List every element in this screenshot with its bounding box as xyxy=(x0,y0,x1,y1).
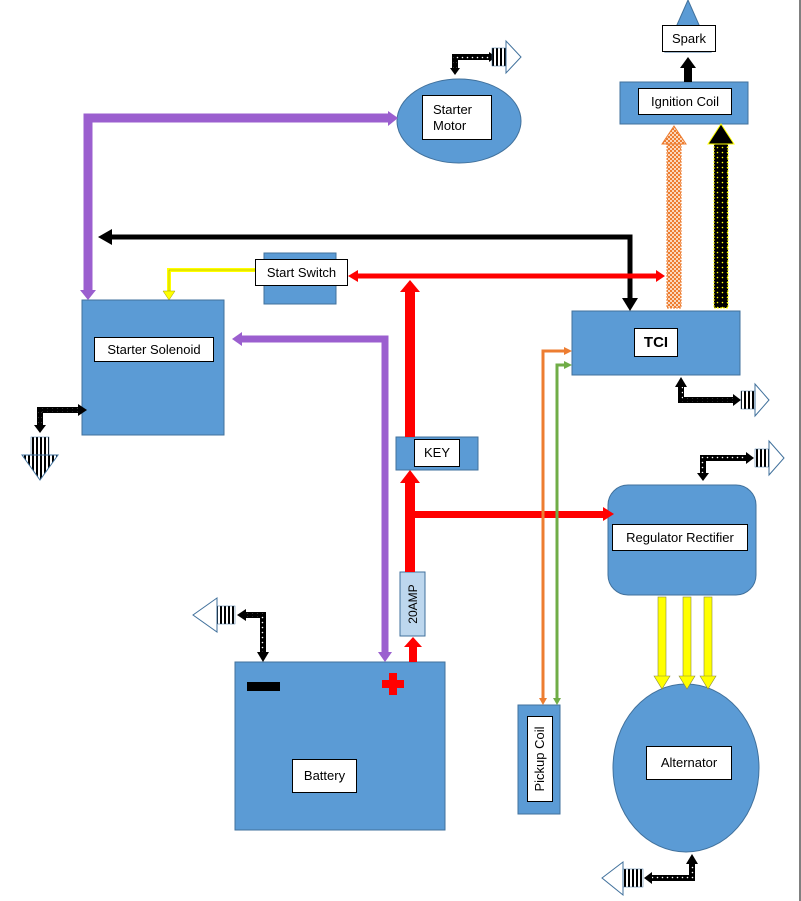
starter-solenoid-box xyxy=(81,299,225,436)
ground-symbol-tci xyxy=(675,377,770,418)
purple-wire-battery-to-solenoid xyxy=(240,335,389,654)
tci-label: TCI xyxy=(634,328,678,357)
start-switch-label: Start Switch xyxy=(255,259,348,286)
purple-arrowhead-motor xyxy=(388,111,398,126)
yellow-wires-regulator-to-alternator xyxy=(653,596,717,690)
ground-symbol-starter-solenoid xyxy=(21,404,87,481)
orange-wire-tci-to-coil xyxy=(666,141,682,309)
key-label: KEY xyxy=(414,439,460,467)
battery-positive-terminal xyxy=(382,673,404,695)
orange-wire-pickup-to-tci xyxy=(541,349,566,700)
ground-symbol-starter-motor xyxy=(450,39,522,75)
battery-negative-terminal xyxy=(247,682,280,691)
red-wire-to-regulator xyxy=(415,511,605,518)
black-arrowhead-left xyxy=(98,229,112,245)
red-wire-fuse-to-key xyxy=(405,482,415,572)
battery-box xyxy=(234,661,446,831)
starter-solenoid-label: Starter Solenoid xyxy=(94,337,214,362)
purple-wire-solenoid-to-motor xyxy=(83,113,390,292)
page-edge xyxy=(799,0,801,901)
regulator-rectifier-label: Regulator Rectifier xyxy=(612,524,748,551)
red-arrowhead-switch xyxy=(348,270,358,282)
ground-symbol-regulator-rectifier xyxy=(697,439,785,481)
ground-symbol-alternator xyxy=(601,854,698,897)
red-wire-battery-to-fuse xyxy=(409,646,417,662)
alternator-label: Alternator xyxy=(646,746,732,780)
green-wire-pickup-to-tci xyxy=(555,363,566,700)
purple-arrowhead-battery xyxy=(378,652,392,662)
red-arrowhead-tci xyxy=(656,270,665,282)
red-arrowhead-key xyxy=(400,470,420,483)
black-arrowhead-tci xyxy=(622,298,638,311)
red-arrowhead-fuse xyxy=(404,637,422,647)
battery-label: Battery xyxy=(292,759,357,793)
red-wire-key-up xyxy=(405,290,415,437)
yellow-wire-switch-to-solenoid xyxy=(167,268,256,292)
purple-arrowhead-solenoid xyxy=(232,332,242,346)
starter-motor-label: Starter Motor xyxy=(422,95,492,140)
ignition-coil-label: Ignition Coil xyxy=(638,88,732,115)
ground-symbol-battery-negative xyxy=(192,597,269,662)
red-arrowhead-up-switch xyxy=(400,280,420,292)
fuse-label: 20AMP xyxy=(405,584,420,624)
pickup-coil-label: Pickup Coil xyxy=(527,716,553,802)
yellow-arrowhead-solenoid xyxy=(162,290,176,301)
spark-label: Spark xyxy=(662,25,716,52)
red-arrowhead-regulator xyxy=(603,507,614,521)
black-wire-coil-to-spark xyxy=(684,66,692,82)
black-wire-tci-to-coil xyxy=(713,141,729,309)
purple-arrowhead-solenoid-top xyxy=(80,290,96,300)
black-wire-tci-to-solenoid xyxy=(110,234,633,300)
